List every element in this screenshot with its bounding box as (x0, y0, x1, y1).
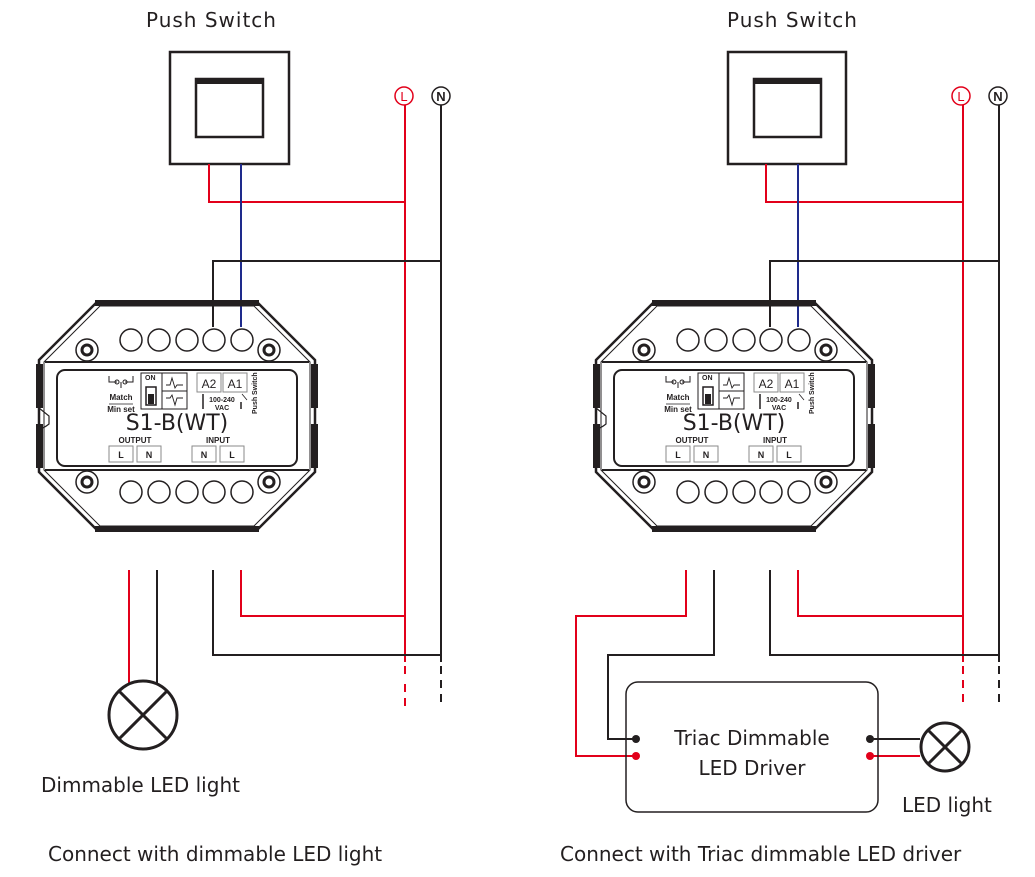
svg-text:Push Switch: Push Switch (809, 372, 816, 414)
push-switch-icon (168, 50, 291, 166)
svg-text:A1: A1 (785, 377, 800, 391)
dimmer-module: Match Min set ON A2 A1 100-240 VAC Push … (591, 298, 877, 534)
svg-text:L: L (229, 450, 235, 460)
load-label: Dimmable LED light (41, 773, 240, 797)
svg-text:100-240: 100-240 (766, 397, 792, 404)
model-label: S1-B(WT) (126, 411, 229, 436)
svg-text:ON: ON (702, 375, 713, 382)
svg-text:N: N (146, 450, 153, 460)
caption: Connect with dimmable LED light (48, 842, 382, 866)
svg-text:L: L (118, 450, 124, 460)
svg-text:N: N (201, 450, 208, 460)
lamp-icon (107, 679, 179, 751)
svg-text:INPUT: INPUT (206, 436, 230, 445)
neutral-marker: N (988, 86, 1008, 106)
svg-text:OUTPUT: OUTPUT (676, 436, 709, 445)
svg-text:N: N (436, 89, 445, 104)
svg-text:A1: A1 (228, 377, 243, 391)
svg-text:Min set: Min set (664, 405, 692, 414)
svg-text:L: L (675, 450, 681, 460)
svg-text:N: N (758, 450, 765, 460)
load-label: LED light (902, 793, 992, 817)
wiring (575, 105, 1000, 757)
lamp-icon (919, 721, 971, 773)
svg-text:L: L (786, 450, 792, 460)
svg-text:Push Switch: Push Switch (252, 372, 259, 414)
svg-text:A2: A2 (202, 377, 217, 391)
svg-text:Match: Match (666, 393, 689, 402)
svg-text:L: L (400, 89, 407, 104)
line-marker: L (394, 86, 414, 106)
svg-text:N: N (703, 450, 710, 460)
svg-text:L: L (957, 89, 964, 104)
right-diagram: Push Switch L N (560, 8, 1008, 866)
svg-text:VAC: VAC (215, 405, 229, 412)
svg-text:Match: Match (109, 393, 132, 402)
led-driver: Triac Dimmable LED Driver (625, 681, 879, 813)
svg-text:N: N (993, 89, 1002, 104)
push-switch-icon (726, 50, 848, 166)
push-switch-label: Push Switch (146, 8, 277, 32)
svg-text:100-240: 100-240 (209, 397, 235, 404)
model-label: S1-B(WT) (683, 411, 786, 436)
push-switch-label: Push Switch (727, 8, 858, 32)
svg-text:VAC: VAC (772, 405, 786, 412)
caption: Connect with Triac dimmable LED driver (560, 842, 962, 866)
svg-text:OUTPUT: OUTPUT (119, 436, 152, 445)
driver-label-line2: LED Driver (698, 756, 806, 780)
neutral-marker: N (431, 86, 451, 106)
dimmer-module: Match Min set ON A2 A1 100-240 VAC Push … (34, 298, 320, 534)
wiring (128, 105, 442, 708)
left-diagram: Push Switch L N (34, 8, 451, 866)
svg-text:Min set: Min set (107, 405, 135, 414)
svg-text:A2: A2 (759, 377, 774, 391)
line-marker: L (951, 86, 971, 106)
svg-text:INPUT: INPUT (763, 436, 787, 445)
driver-label-line1: Triac Dimmable (673, 726, 829, 750)
svg-text:ON: ON (145, 375, 156, 382)
